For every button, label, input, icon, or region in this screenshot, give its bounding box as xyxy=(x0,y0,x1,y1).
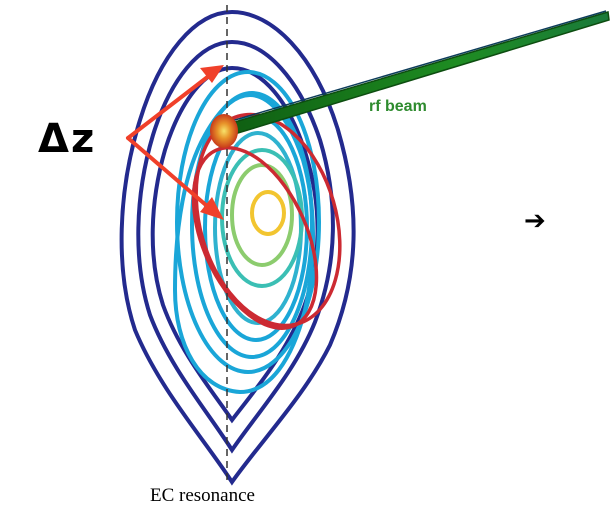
flux-surface-11 xyxy=(250,190,286,236)
flux-surface-1 xyxy=(119,9,356,486)
arrow-upper-head xyxy=(200,65,224,83)
flux-surface-5 xyxy=(175,70,321,374)
flux-surface-3 xyxy=(150,65,320,424)
rf-deposition-spot xyxy=(210,114,238,148)
arrow-lower-shaft xyxy=(126,136,216,214)
magnetic-island xyxy=(191,112,342,330)
displacement-arrows xyxy=(126,70,216,214)
outer-flux-surfaces xyxy=(119,9,356,486)
flux-surface-6 xyxy=(190,91,314,359)
flux-surface-10 xyxy=(230,163,294,267)
rf-beam-label: rf beam xyxy=(369,98,427,115)
island-curve-2 xyxy=(191,146,319,330)
arrow-upper-shaft xyxy=(126,70,216,140)
rf-beam-upper-edge xyxy=(227,10,607,123)
core-flux-surfaces xyxy=(220,148,304,288)
right-arrow-icon: ➔ xyxy=(524,206,546,236)
delta-z-label: Δz xyxy=(38,116,97,162)
arrow-lower-head xyxy=(200,197,224,220)
flux-surface-2 xyxy=(136,39,335,454)
ec-resonance-label: EC resonance xyxy=(150,485,255,506)
